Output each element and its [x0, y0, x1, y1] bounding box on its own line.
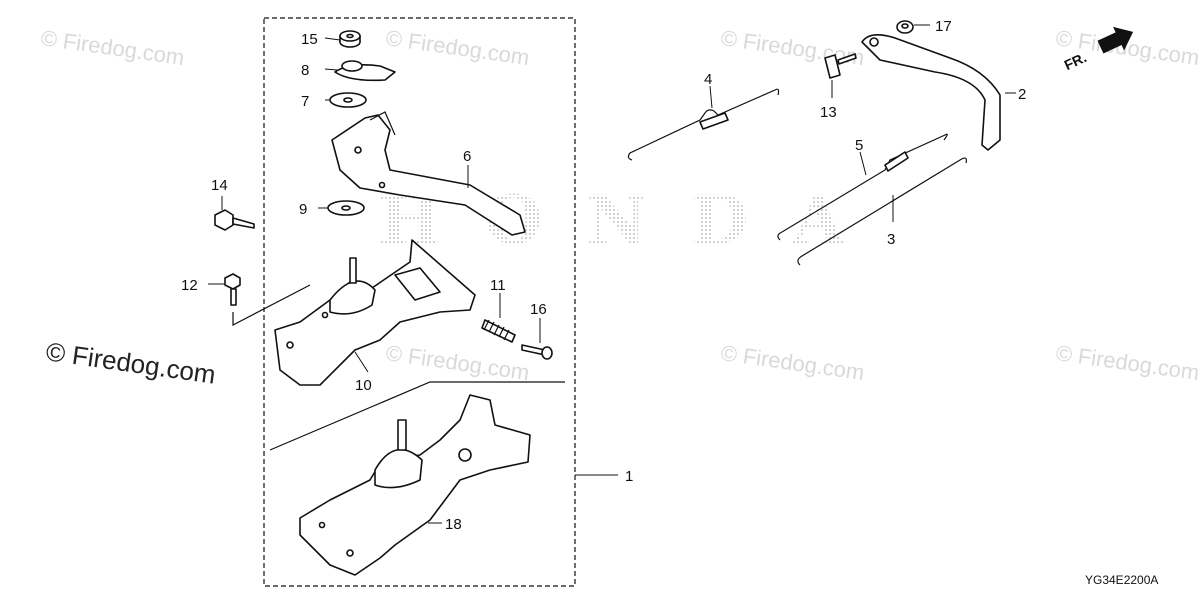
part-16-screw — [521, 344, 553, 360]
kit-frame — [263, 17, 576, 587]
callout-1: 1 — [625, 468, 633, 485]
callout-7: 7 — [301, 93, 309, 110]
part-6-lever — [331, 111, 526, 236]
callout-4: 4 — [704, 71, 712, 88]
callout-12: 12 — [181, 277, 198, 294]
callout-9: 9 — [299, 201, 307, 218]
part-13-bolt — [824, 53, 857, 79]
watermark-text: © Firedog.com — [719, 340, 866, 385]
callout-3: 3 — [887, 231, 895, 248]
watermark-text: © Firedog.com — [39, 25, 186, 70]
part-17-nut — [896, 20, 914, 34]
kit-divider — [269, 381, 565, 451]
callout-18: 18 — [445, 516, 462, 533]
watermark-text: © Firedog.com — [384, 25, 531, 70]
part-10-base — [274, 239, 476, 386]
part-14-bolt — [214, 209, 255, 231]
callout-16: 16 — [530, 301, 547, 318]
callout-2: 2 — [1018, 86, 1026, 103]
callout-13: 13 — [820, 104, 837, 121]
part-8-plate — [334, 60, 396, 82]
part-11-spring — [481, 319, 516, 343]
callout-11: 11 — [490, 277, 506, 294]
diagram-code: YG34E2200A — [1085, 573, 1158, 587]
part-15-nut — [339, 30, 361, 48]
callout-5: 5 — [855, 137, 863, 154]
watermark-text-dark: © Firedog.com — [44, 336, 217, 389]
callout-8: 8 — [301, 62, 309, 79]
watermark-text: © Firedog.com — [384, 340, 531, 385]
part-4-spring-rod — [627, 88, 780, 161]
part-2-lever-arm — [861, 34, 1001, 151]
callout-15: 15 — [301, 31, 318, 48]
watermark-text: © Firedog.com — [1054, 340, 1200, 385]
callout-14: 14 — [211, 177, 228, 194]
callout-6: 6 — [463, 148, 471, 165]
watermark-text: © Firedog.com — [719, 25, 866, 70]
part-5-rod — [777, 133, 948, 241]
part-18-base-assembly — [299, 394, 531, 576]
callout-labels: 1 2 3 4 5 6 7 8 9 10 11 12 13 14 15 16 1… — [181, 18, 1026, 533]
part-3-rod — [797, 157, 967, 266]
callout-17: 17 — [935, 18, 952, 35]
part-12-bolt — [224, 273, 241, 306]
callout-10: 10 — [355, 377, 372, 394]
